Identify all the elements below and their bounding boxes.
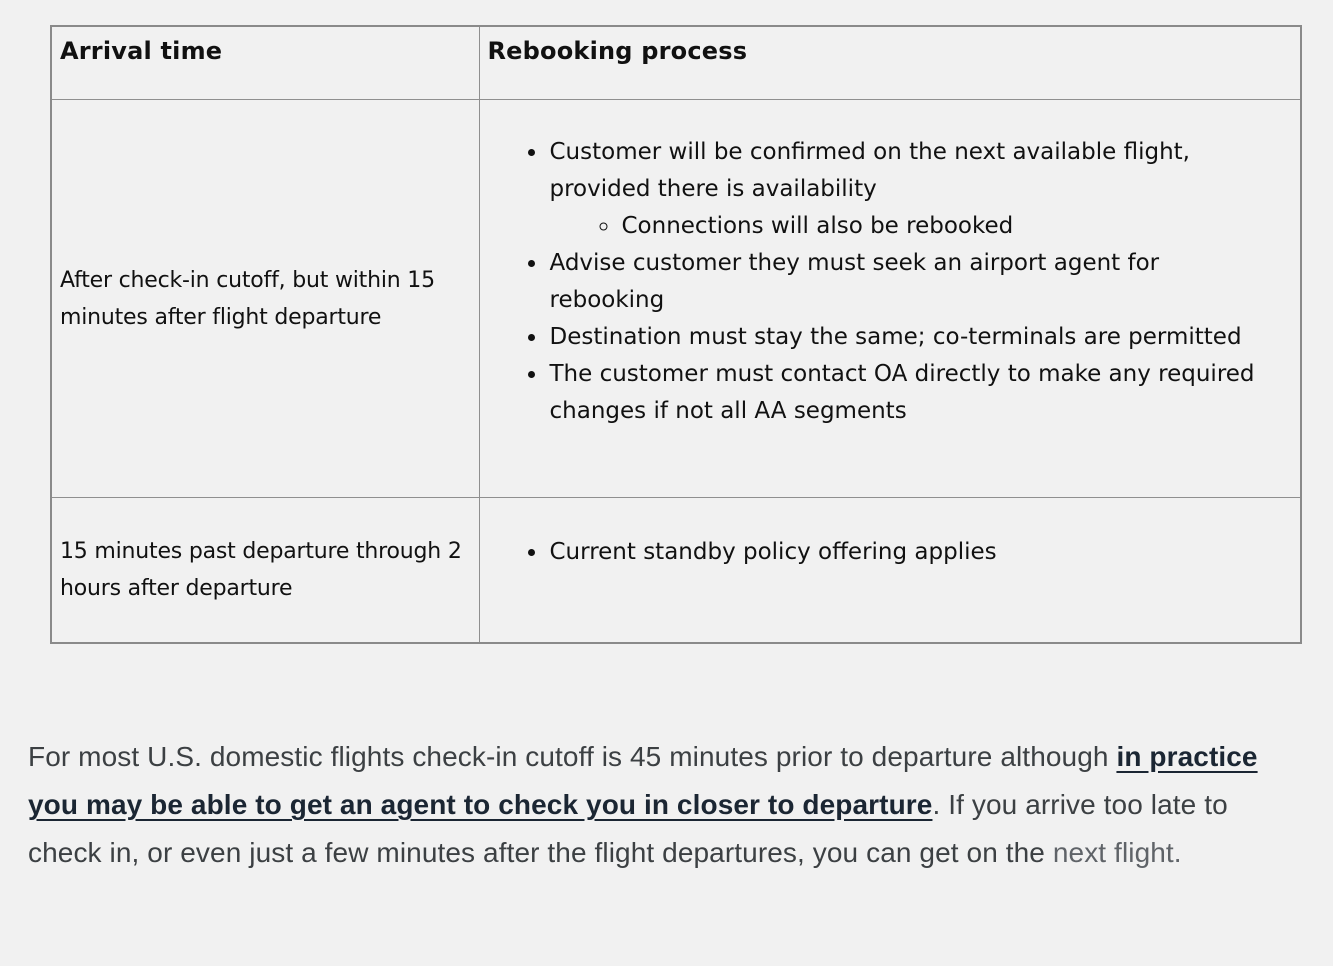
rebooking-policy-table: Arrival time Rebooking process After che… — [50, 25, 1302, 644]
table-row: After check-in cutoff, but within 15 min… — [50, 99, 1302, 498]
bullet-item: Destination must stay the same; co-termi… — [548, 319, 1259, 356]
column-header-rebooking-process: Rebooking process — [478, 25, 1302, 100]
rebooking-process-cell: Customer will be confirmed on the next a… — [478, 99, 1302, 498]
bullet-item: The customer must contact OA directly to… — [548, 356, 1259, 430]
table-body: After check-in cutoff, but within 15 min… — [50, 99, 1302, 643]
rebooking-process-cell: Current standby policy offering applies — [478, 497, 1302, 643]
table-header: Arrival time Rebooking process — [50, 25, 1302, 100]
rebooking-bullet-list: Customer will be confirmed on the next a… — [480, 134, 1259, 430]
arrival-time-cell: After check-in cutoff, but within 15 min… — [50, 99, 480, 498]
arrival-time-cell: 15 minutes past departure through 2 hour… — [50, 497, 480, 643]
table-header-row: Arrival time Rebooking process — [50, 25, 1302, 100]
paragraph-text-muted: next flight. — [1052, 837, 1182, 868]
footer-paragraph: For most U.S. domestic flights check-in … — [28, 733, 1306, 877]
check-in-practice-link[interactable]: in practice you may be able to get an ag… — [28, 741, 1258, 820]
paragraph-text-after-link: . If you arrive too late to check in, or… — [28, 789, 1228, 868]
rebooking-bullet-list: Current standby policy offering applies — [480, 534, 1259, 571]
sub-bullet-list: Connections will also be rebooked — [550, 208, 1259, 245]
bullet-item: Advise customer they must seek an airpor… — [548, 245, 1259, 319]
paragraph-text-before-link: For most U.S. domestic flights check-in … — [28, 741, 1117, 772]
column-header-arrival-time: Arrival time — [50, 25, 480, 100]
table-row: 15 minutes past departure through 2 hour… — [50, 497, 1302, 643]
bullet-item: Customer will be confirmed on the next a… — [548, 134, 1259, 245]
sub-bullet-item: Connections will also be rebooked — [620, 208, 1259, 245]
bullet-item: Current standby policy offering applies — [548, 534, 1259, 571]
